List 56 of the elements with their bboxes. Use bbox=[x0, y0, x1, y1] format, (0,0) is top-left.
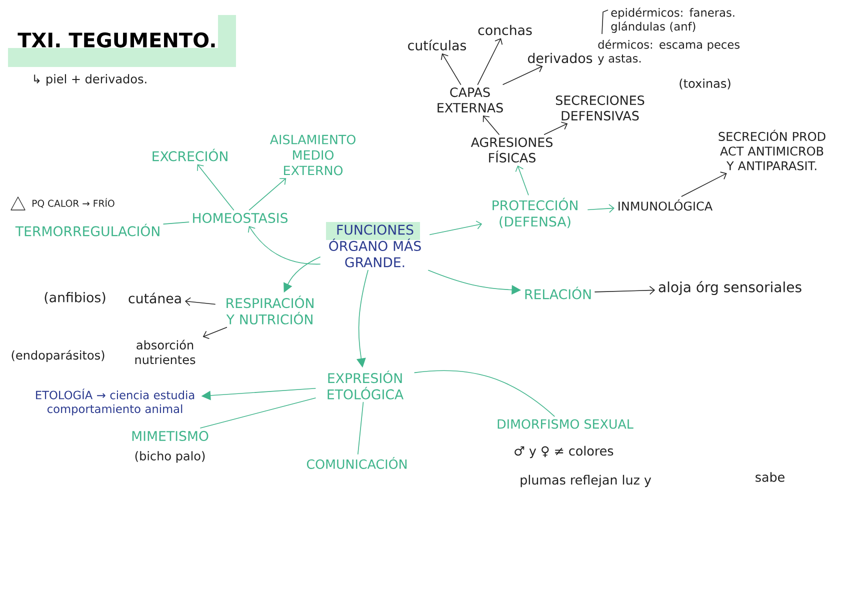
note-text: SECRECIONES DEFENSIVAS bbox=[556, 95, 644, 121]
arrow bbox=[248, 226, 320, 265]
note-text: ♂ y ♀ ≠ colores bbox=[514, 446, 614, 458]
topic-label: RESPIRACIÓN Y NUTRICIÓN bbox=[226, 296, 314, 324]
note-text: ETOLOGÍA → ciencia estudia comportamiento animal bbox=[36, 388, 194, 416]
note-text: conchas bbox=[478, 24, 532, 36]
topic-label: EXPRESIÓN ETOLÓGICA bbox=[328, 370, 404, 400]
note-text: (endoparásitos) bbox=[12, 350, 104, 362]
note-text: plumas reflejan luz y bbox=[520, 474, 652, 488]
note-text: absorción nutrientes bbox=[135, 340, 196, 364]
arrow bbox=[594, 286, 656, 295]
arrow bbox=[482, 115, 500, 135]
connector-line bbox=[200, 398, 316, 428]
arrow bbox=[184, 297, 216, 306]
topic-label: EXCRECIÓN bbox=[152, 148, 228, 162]
topic-label: COMUNICACIÓN bbox=[306, 457, 407, 469]
topic-label: RELACIÓN bbox=[525, 286, 591, 300]
connector-line bbox=[414, 370, 555, 417]
topic-label: HOMEOSTASIS bbox=[193, 212, 288, 224]
arrow bbox=[681, 172, 727, 197]
arrow bbox=[502, 64, 543, 85]
note-text: aloja órg sensoriales bbox=[658, 280, 802, 296]
note-text: ↳ piel + derivados. bbox=[34, 74, 146, 86]
note-text: (bicho palo) bbox=[135, 451, 205, 463]
note-text: PQ CALOR → FRÍO bbox=[32, 198, 114, 208]
note-text: AGRESIONES FÍSICAS bbox=[470, 137, 552, 163]
arrow bbox=[515, 165, 529, 196]
arrow bbox=[477, 38, 503, 85]
topic-label: TERMORREGULACIÓN bbox=[15, 224, 160, 236]
arrow bbox=[197, 164, 234, 210]
note-text: CAPAS EXTERNAS bbox=[438, 87, 503, 113]
arrow bbox=[430, 220, 482, 236]
arrow bbox=[440, 53, 462, 85]
note-text: dérmicos: escama peces y astas. bbox=[598, 40, 740, 65]
note-text: SECRECIÓN PROD ACT ANTIMICROB Y ANTIPARASIT. bbox=[718, 130, 826, 170]
note-text: (anfibios) bbox=[44, 292, 106, 304]
topic-label: PROTECCIÓN (DEFENSA) bbox=[492, 198, 578, 228]
arrow bbox=[248, 178, 286, 210]
arrow bbox=[202, 326, 228, 339]
connector-line bbox=[358, 402, 364, 454]
note-text: cutánea bbox=[128, 292, 181, 304]
connector-line bbox=[163, 222, 190, 224]
arrow bbox=[544, 122, 568, 135]
note-text: (toxinas) bbox=[680, 78, 730, 90]
note-text: INMUNOLÓGICA bbox=[618, 199, 713, 211]
arrow bbox=[588, 204, 614, 213]
note-text: epidérmicos: faneras. glándulas (anf) bbox=[611, 8, 734, 33]
node-label: ÓRGANO MÁS GRANDE. bbox=[329, 238, 421, 268]
note-text: derivados bbox=[528, 52, 592, 64]
note-text: sabe bbox=[756, 472, 784, 482]
title: TXI. TEGUMENTO. bbox=[8, 15, 236, 67]
topic-label: MIMETISMO bbox=[132, 430, 208, 442]
central-topic: FUNCIONES ÓRGANO MÁS GRANDE. bbox=[326, 222, 421, 268]
topic-label: DIMORFISMO SEXUAL bbox=[498, 419, 634, 429]
note-text: cutículas bbox=[408, 40, 466, 50]
topic-label: AISLAMIENTO MEDIO EXTERNO bbox=[270, 134, 356, 176]
